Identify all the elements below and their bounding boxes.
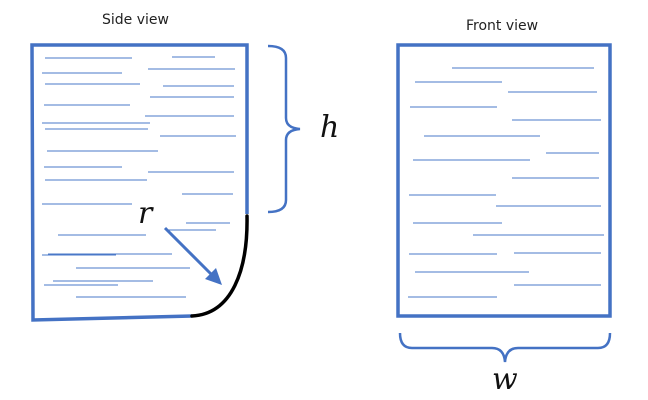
- side-view-frame: [30, 43, 249, 322]
- width-brace: [398, 332, 612, 363]
- front-view-frame: [396, 43, 612, 318]
- side-view-text-lines: [42, 56, 236, 298]
- height-symbol: h: [320, 110, 340, 145]
- side-view-title: Side view: [102, 12, 169, 28]
- width-symbol: w: [492, 362, 518, 397]
- front-view-title: Front view: [466, 18, 539, 34]
- side-view-page: [30, 43, 249, 322]
- front-view-text-lines: [408, 67, 604, 298]
- height-brace: [267, 44, 301, 214]
- curled-corner-curve: [190, 214, 249, 318]
- radius-symbol: r: [138, 196, 153, 231]
- radius-arrow: [163, 226, 222, 285]
- front-view-page: [396, 43, 612, 318]
